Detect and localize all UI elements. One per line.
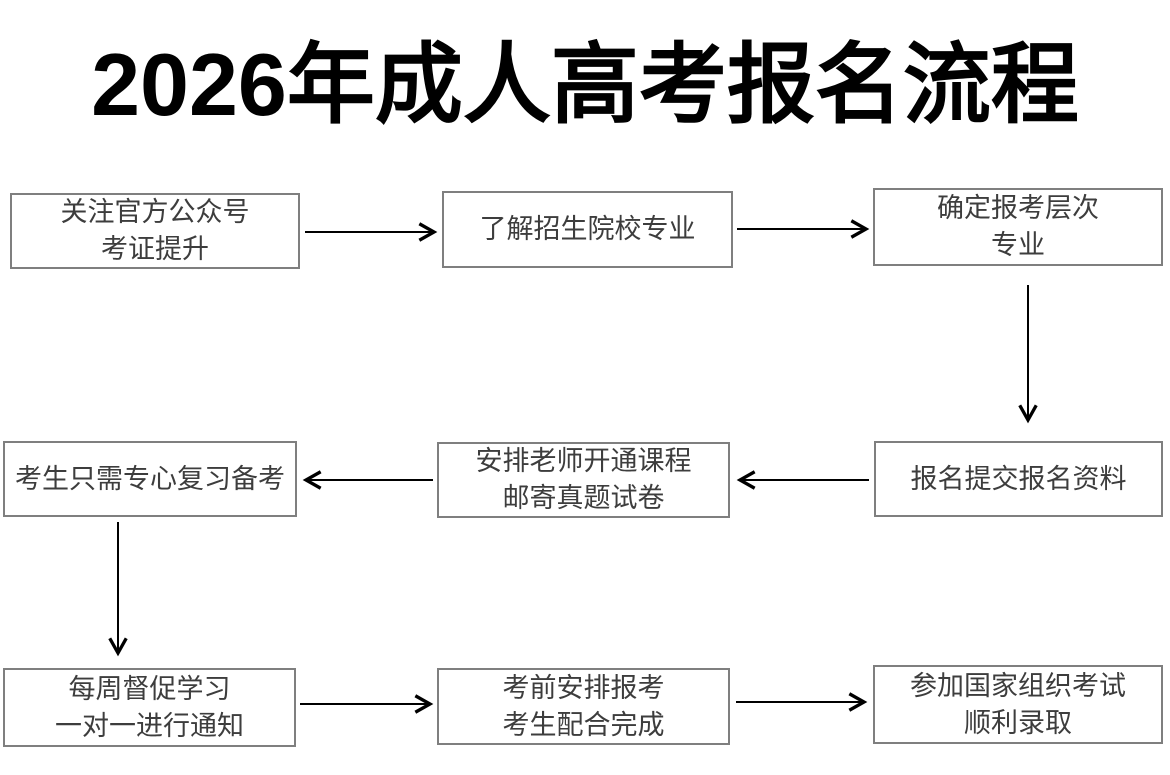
- step-text-line: 关注官方公众号: [60, 197, 250, 227]
- flow-step-weekly-supervision: 每周督促学习 一对一进行通知: [3, 668, 296, 747]
- flow-step-pre-exam-arrangement: 考前安排报考 考生配合完成: [437, 668, 730, 745]
- step-text-line: 安排老师开通课程: [475, 446, 692, 476]
- step-text-line: 专业: [991, 230, 1045, 260]
- step-text-line: 顺利录取: [964, 707, 1072, 738]
- flow-step-submit-registration: 报名提交报名资料: [874, 441, 1163, 517]
- flow-step-focus-on-review: 考生只需专心复习备考: [3, 441, 297, 517]
- step-text-line: 报名提交报名资料: [910, 463, 1127, 494]
- step-text-line: 每周督促学习: [68, 673, 231, 704]
- flow-step-take-national-exam: 参加国家组织考试 顺利录取: [873, 665, 1163, 744]
- step-text-line: 确定报考层次: [937, 193, 1099, 223]
- step-text-line: 了解招生院校专业: [479, 214, 696, 244]
- step-text-line: 邮寄真题试卷: [502, 483, 665, 513]
- step-text-line: 考前安排报考: [502, 672, 665, 703]
- flow-step-learn-schools-majors: 了解招生院校专业: [442, 191, 733, 268]
- step-text-line: 考生只需专心复习备考: [15, 463, 285, 494]
- step-text-line: 考证提升: [101, 234, 209, 264]
- step-text-line: 参加国家组织考试: [910, 670, 1126, 701]
- step-text-line: 考生配合完成: [502, 709, 665, 740]
- step-text-line: 一对一进行通知: [55, 710, 244, 741]
- flow-step-follow-official-account: 关注官方公众号 考证提升: [10, 193, 300, 269]
- flow-step-teacher-opens-course: 安排老师开通课程 邮寄真题试卷: [437, 442, 730, 518]
- page-title: 2026年成人高考报名流程: [91, 35, 1079, 134]
- flow-step-confirm-level-major: 确定报考层次 专业: [873, 188, 1163, 266]
